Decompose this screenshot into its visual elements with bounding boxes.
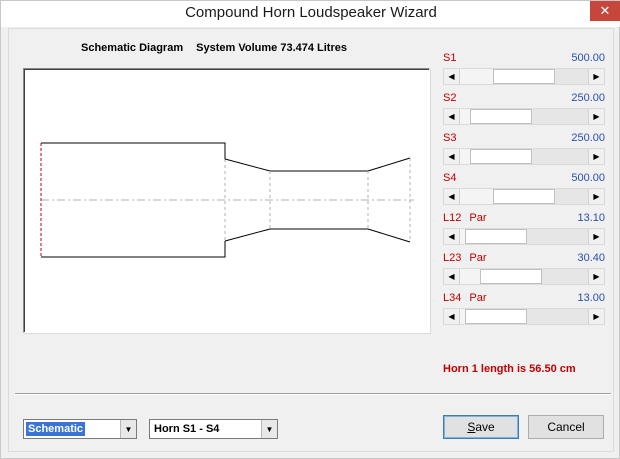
horn-lower-wall xyxy=(224,228,411,243)
param-name: S2 xyxy=(443,92,457,104)
diagram-title: Schematic Diagram xyxy=(81,42,184,54)
right-arrow-icon[interactable]: ▶ xyxy=(588,69,604,84)
param-par: Par xyxy=(469,292,487,304)
chevron-down-icon[interactable]: ▼ xyxy=(120,420,136,438)
scrollbar-s3[interactable]: ◀▶ xyxy=(443,148,605,165)
scroll-thumb[interactable] xyxy=(470,109,532,124)
chamber-bottom xyxy=(41,241,226,258)
schematic-canvas xyxy=(23,68,430,333)
scroll-track xyxy=(460,309,465,324)
scroll-track xyxy=(460,269,480,284)
close-button[interactable]: ✕ xyxy=(590,1,620,21)
view-select-value: Schematic xyxy=(26,422,86,436)
param-label-s3: S3 xyxy=(443,132,456,144)
param-value-l23: 30.40 xyxy=(577,252,605,264)
scrollbar-l23[interactable]: ◀▶ xyxy=(443,268,605,285)
title-bar: Compound Horn Loudspeaker Wizard ✕ xyxy=(1,1,620,27)
horn-select-value: Horn S1 - S4 xyxy=(154,423,220,435)
param-par: Par xyxy=(469,212,487,224)
right-arrow-icon[interactable]: ▶ xyxy=(588,109,604,124)
view-select[interactable]: Schematic ▼ xyxy=(23,419,137,439)
scroll-track xyxy=(460,189,493,204)
scroll-track xyxy=(460,69,493,84)
param-value-l12: 13.10 xyxy=(577,212,605,224)
left-arrow-icon[interactable]: ◀ xyxy=(444,269,460,284)
param-name: S4 xyxy=(443,172,457,184)
diagram-heading: Schematic Diagram System Volume 73.474 L… xyxy=(81,42,347,54)
param-value-l34: 13.00 xyxy=(577,292,605,304)
right-arrow-icon[interactable]: ▶ xyxy=(588,149,604,164)
right-arrow-icon[interactable]: ▶ xyxy=(588,229,604,244)
scrollbar-l34[interactable]: ◀▶ xyxy=(443,308,605,325)
param-label-l34: L34 Par xyxy=(443,292,486,304)
scroll-thumb[interactable] xyxy=(480,269,542,284)
param-label-s4: S4 xyxy=(443,172,456,184)
scrollbar-l12[interactable]: ◀▶ xyxy=(443,228,605,245)
right-arrow-icon[interactable]: ▶ xyxy=(588,189,604,204)
scroll-thumb[interactable] xyxy=(470,149,532,164)
scroll-track xyxy=(460,109,470,124)
scrollbar-s2[interactable]: ◀▶ xyxy=(443,108,605,125)
right-arrow-icon[interactable]: ▶ xyxy=(588,269,604,284)
left-arrow-icon[interactable]: ◀ xyxy=(444,149,460,164)
horn-select[interactable]: Horn S1 - S4 ▼ xyxy=(149,419,278,439)
left-arrow-icon[interactable]: ◀ xyxy=(444,189,460,204)
param-value-s2: 250.00 xyxy=(571,92,605,104)
param-value-s4: 500.00 xyxy=(571,172,605,184)
param-label-s2: S2 xyxy=(443,92,456,104)
param-name: L23 xyxy=(443,252,462,264)
window-title: Compound Horn Loudspeaker Wizard xyxy=(185,4,437,21)
param-par: Par xyxy=(469,252,487,264)
scrollbar-s4[interactable]: ◀▶ xyxy=(443,188,605,205)
left-arrow-icon[interactable]: ◀ xyxy=(444,69,460,84)
param-label-s1: S1 xyxy=(443,52,456,64)
scroll-thumb[interactable] xyxy=(465,309,527,324)
chevron-down-icon[interactable]: ▼ xyxy=(261,420,277,438)
param-value-s1: 500.00 xyxy=(571,52,605,64)
param-name: L34 xyxy=(443,292,462,304)
scroll-thumb[interactable] xyxy=(493,189,555,204)
left-arrow-icon[interactable]: ◀ xyxy=(444,309,460,324)
horn-schematic xyxy=(40,142,414,258)
param-name: S1 xyxy=(443,52,457,64)
scrollbar-s1[interactable]: ◀▶ xyxy=(443,68,605,85)
scroll-track xyxy=(460,229,465,244)
close-icon: ✕ xyxy=(599,3,611,18)
param-label-l23: L23 Par xyxy=(443,252,486,264)
param-name: S3 xyxy=(443,132,457,144)
scroll-thumb[interactable] xyxy=(465,229,527,244)
right-arrow-icon[interactable]: ▶ xyxy=(588,309,604,324)
chamber-top xyxy=(41,142,226,159)
scroll-track xyxy=(460,149,470,164)
param-value-s3: 250.00 xyxy=(571,132,605,144)
save-label: Save xyxy=(467,420,495,434)
save-button[interactable]: Save xyxy=(443,415,519,439)
left-arrow-icon[interactable]: ◀ xyxy=(444,109,460,124)
param-label-l12: L12 Par xyxy=(443,212,486,224)
system-volume: System Volume 73.474 Litres xyxy=(196,42,347,54)
scroll-thumb[interactable] xyxy=(493,69,555,84)
horn-length-status: Horn 1 length is 56.50 cm xyxy=(443,363,576,375)
param-name: L12 xyxy=(443,212,462,224)
horn-upper-wall xyxy=(224,157,411,172)
cancel-button[interactable]: Cancel xyxy=(528,415,604,439)
cancel-label: Cancel xyxy=(547,420,585,434)
separator xyxy=(15,393,611,395)
left-arrow-icon[interactable]: ◀ xyxy=(444,229,460,244)
